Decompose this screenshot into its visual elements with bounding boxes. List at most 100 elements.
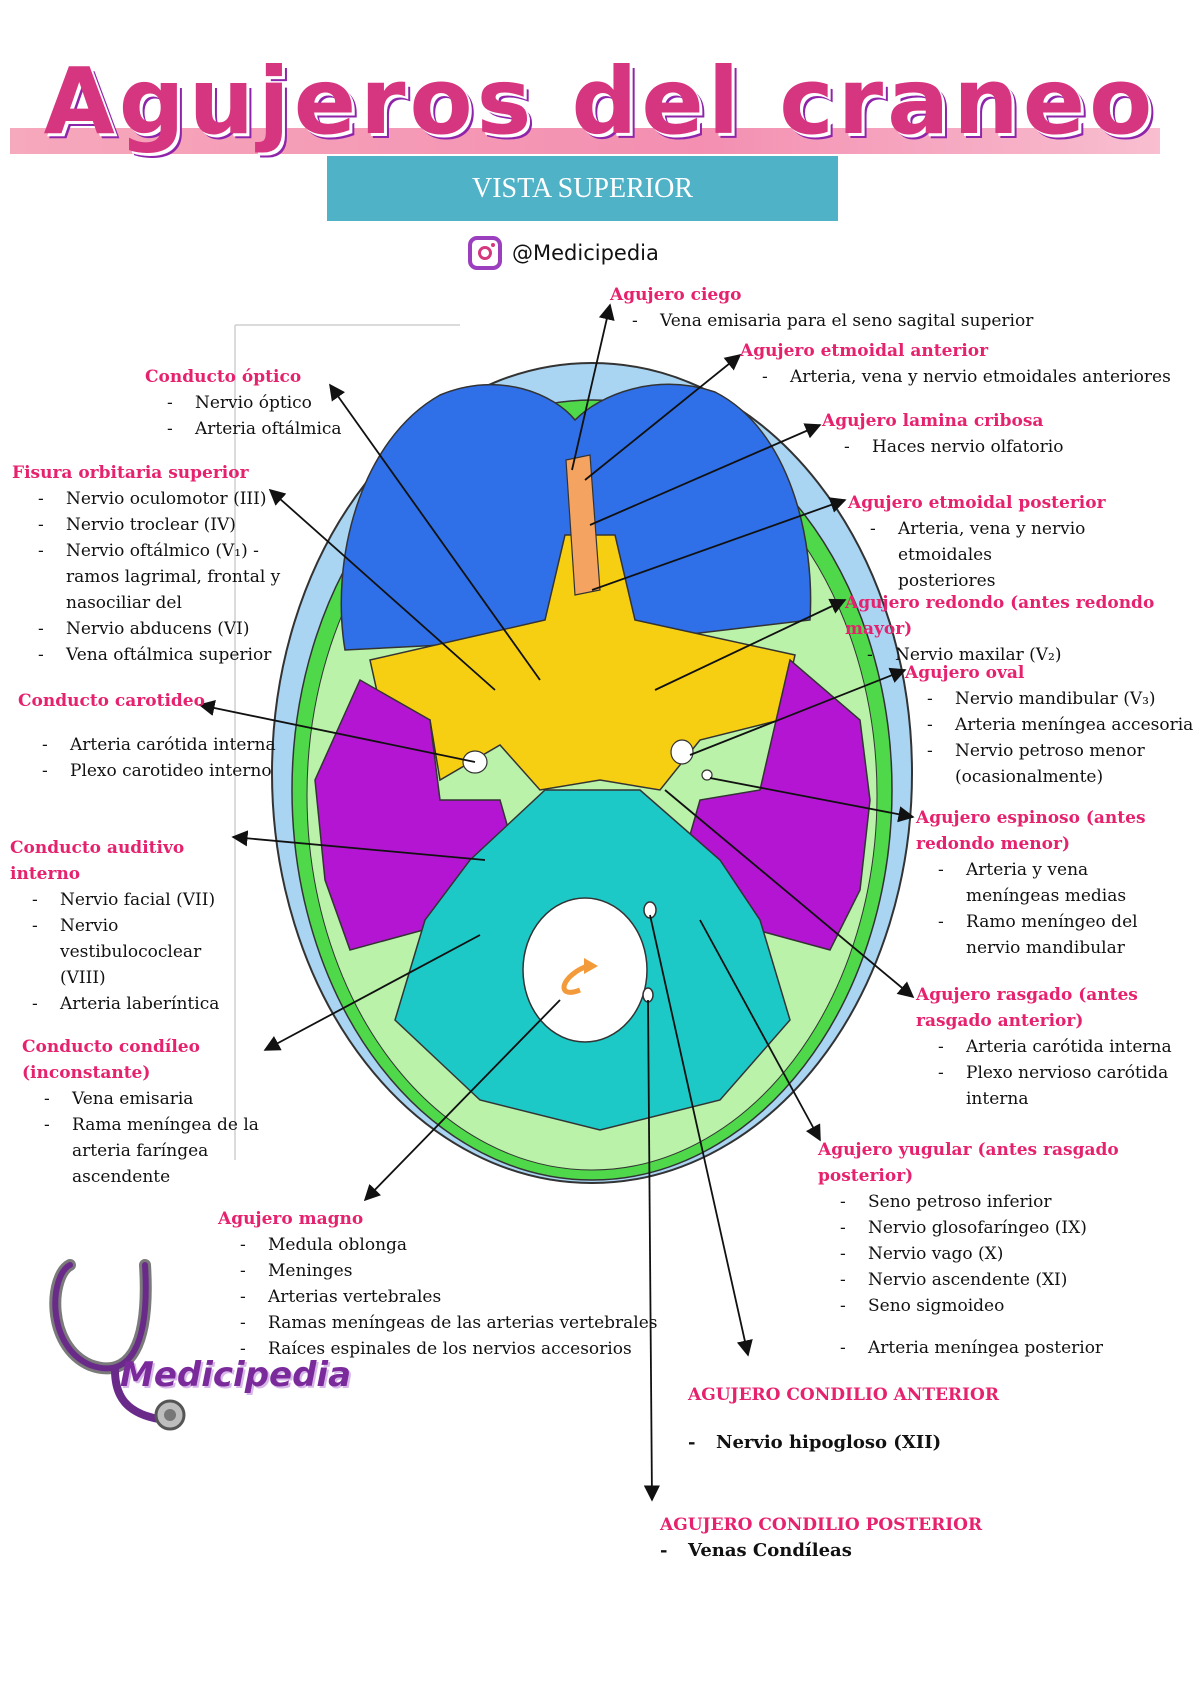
label-title: Agujero ciego <box>610 285 742 305</box>
subtitle-banner: VISTA SUPERIOR <box>327 156 838 221</box>
foramen-magnum <box>522 897 648 1043</box>
label-item: Ramas meníngeas de las arterias vertebra… <box>240 1310 658 1336</box>
label-title: Conducto auditivo interno <box>10 838 185 884</box>
label-title: AGUJERO CONDILIO POSTERIOR <box>660 1515 983 1535</box>
posterior-fossa <box>394 789 791 1131</box>
arrow-condilio-anterior <box>649 914 753 1357</box>
label-etmoidal-anterior: Agujero etmoidal anterior Arteria, vena … <box>740 338 1171 390</box>
label-item: Vena oftálmica superior <box>38 642 303 668</box>
instagram-icon <box>468 236 502 270</box>
arrow-agujero-ciego <box>571 303 615 471</box>
label-rasgado: Agujero rasgado (antes rasgado anterior)… <box>916 982 1186 1112</box>
foramen-spinosum-hole <box>701 769 713 781</box>
stethoscope-icon <box>49 1259 186 1431</box>
label-item: Nervio oftálmico (V₁) - ramos lagrimal, … <box>38 538 303 616</box>
anterior-fossa <box>340 383 812 651</box>
middle-fossa-left <box>314 678 521 951</box>
label-title: Agujero redondo (antes redondo mayor) <box>845 593 1155 639</box>
label-optico: Conducto óptico Nervio óptico Arteria of… <box>145 364 342 442</box>
outer-bone <box>291 399 893 1181</box>
social-handle[interactable]: @Medicipedia <box>468 233 659 273</box>
label-item: Venas Condíleas <box>660 1538 982 1564</box>
label-title: Agujero espinoso (antes redondo menor) <box>916 808 1146 854</box>
label-condilio-anterior: AGUJERO CONDILIO ANTERIOR Nervio hipoglo… <box>688 1382 999 1456</box>
arrow-etmoidal-posterior <box>591 497 847 591</box>
label-auditivo: Conducto auditivo interno Nervio facial … <box>10 835 245 1017</box>
label-item: Nervio mandibular (V₃) <box>927 686 1195 712</box>
label-item: Nervio óptico <box>167 390 342 416</box>
orange-arrow-icon <box>561 962 591 995</box>
arrow-rasgado <box>664 789 915 999</box>
label-item: Nervio hipogloso (XII) <box>688 1430 999 1456</box>
label-title: Agujero lamina cribosa <box>822 411 1044 431</box>
label-lamina-cribosa: Agujero lamina cribosa Haces nervio olfa… <box>822 408 1063 460</box>
label-item: Medula oblonga <box>240 1232 658 1258</box>
label-title: Agujero etmoidal anterior <box>740 341 989 361</box>
condylar-foramen-hole <box>642 987 654 1003</box>
middle-fossa-right <box>679 658 871 951</box>
skull-rim <box>271 362 913 1184</box>
orange-arrow-head <box>584 958 598 974</box>
label-item: Arteria y vena meníngeas medias <box>938 857 1186 909</box>
label-etmoidal-posterior: Agujero etmoidal posterior Arteria, vena… <box>848 490 1148 594</box>
label-item: Nervio facial (VII) <box>32 887 245 913</box>
label-item: Arteria laberíntica <box>32 991 245 1017</box>
label-title: Conducto carotideo <box>18 691 205 711</box>
label-espinoso: Agujero espinoso (antes redondo menor) A… <box>916 805 1186 961</box>
sphenoid-bone <box>369 534 796 791</box>
label-fisura-orbitaria: Fisura orbitaria superior Nervio oculomo… <box>12 460 312 668</box>
label-title: Agujero yugular (antes rasgado posterior… <box>818 1140 1119 1186</box>
label-yugular: Agujero yugular (antes rasgado posterior… <box>818 1137 1188 1361</box>
label-item: Arteria meníngea accesoria <box>927 712 1195 738</box>
label-item: Plexo carotideo interno <box>42 758 276 784</box>
label-item: Arteria carótida interna <box>938 1034 1186 1060</box>
label-item: Nervio glosofaríngeo (IX) <box>840 1215 1188 1241</box>
arrow-etmoidal-anterior <box>584 353 742 481</box>
label-title: Agujero etmoidal posterior <box>848 493 1106 513</box>
label-agujero-ciego: Agujero ciego Vena emisaria para el seno… <box>610 282 1033 334</box>
label-item: Vena emisaria <box>44 1086 304 1112</box>
label-title: Conducto óptico <box>145 367 302 387</box>
label-title: Conducto condíleo (inconstante) <box>22 1037 200 1083</box>
label-item: Nervio ascendente (XI) <box>840 1267 1188 1293</box>
label-item: Nervio vago (X) <box>840 1241 1188 1267</box>
foramen-ovale-hole <box>670 739 694 765</box>
title-highlight-band <box>10 128 1160 154</box>
label-title: Agujero oval <box>905 663 1025 683</box>
page-title: Agujeros del craneo <box>43 48 1157 155</box>
label-item: Meninges <box>240 1258 658 1284</box>
label-magno: Agujero magno Medula oblonga Meninges Ar… <box>218 1206 658 1362</box>
label-title: Fisura orbitaria superior <box>12 463 249 483</box>
label-item: Arterias vertebrales <box>240 1284 658 1310</box>
label-title: Agujero magno <box>218 1209 364 1229</box>
label-item: Nervio oculomotor (III) <box>38 486 303 512</box>
arrow-redondo <box>654 598 847 691</box>
arrow-condileo <box>263 934 481 1051</box>
arrow-lamina-cribosa <box>589 423 822 526</box>
handle-text: @Medicipedia <box>512 241 659 265</box>
label-condileo: Conducto condíleo (inconstante) Vena emi… <box>22 1034 312 1190</box>
carotid-hole <box>462 750 488 774</box>
label-carotideo: Conducto carotideo Arteria carótida inte… <box>18 688 276 784</box>
label-item: Seno sigmoideo <box>840 1293 1188 1319</box>
label-item: Vena emisaria para el seno sagital super… <box>632 308 1033 334</box>
label-item: Nervio abducens (VI) <box>38 616 303 642</box>
arrow-yugular <box>699 919 821 1142</box>
label-item: Nervio vestibulococlear (VIII) <box>32 913 245 991</box>
jugular-foramen-hole <box>643 901 657 919</box>
brand-logo-text: Medicipedia <box>120 1355 352 1395</box>
label-item: Arteria meníngea posterior <box>840 1335 1188 1361</box>
label-item: Haces nervio olfatorio <box>844 434 1063 460</box>
label-oval: Agujero oval Nervio mandibular (V₃) Arte… <box>905 660 1195 790</box>
arrow-espinoso <box>709 777 915 823</box>
crista-galli <box>565 454 601 596</box>
label-item: Nervio troclear (IV) <box>38 512 303 538</box>
label-title: Agujero rasgado (antes rasgado anterior) <box>916 985 1138 1031</box>
label-item: Ramo meníngeo del nervio mandibular <box>938 909 1186 961</box>
label-item: Rama meníngea de la arteria faríngea asc… <box>44 1112 304 1190</box>
label-item: Arteria carótida interna <box>42 732 276 758</box>
label-item: Arteria oftálmica <box>167 416 342 442</box>
label-item: Plexo nervioso carótida interna <box>938 1060 1186 1112</box>
label-item: Arteria, vena y nervio etmoidales poster… <box>870 516 1090 594</box>
arrow-oval <box>689 667 907 756</box>
